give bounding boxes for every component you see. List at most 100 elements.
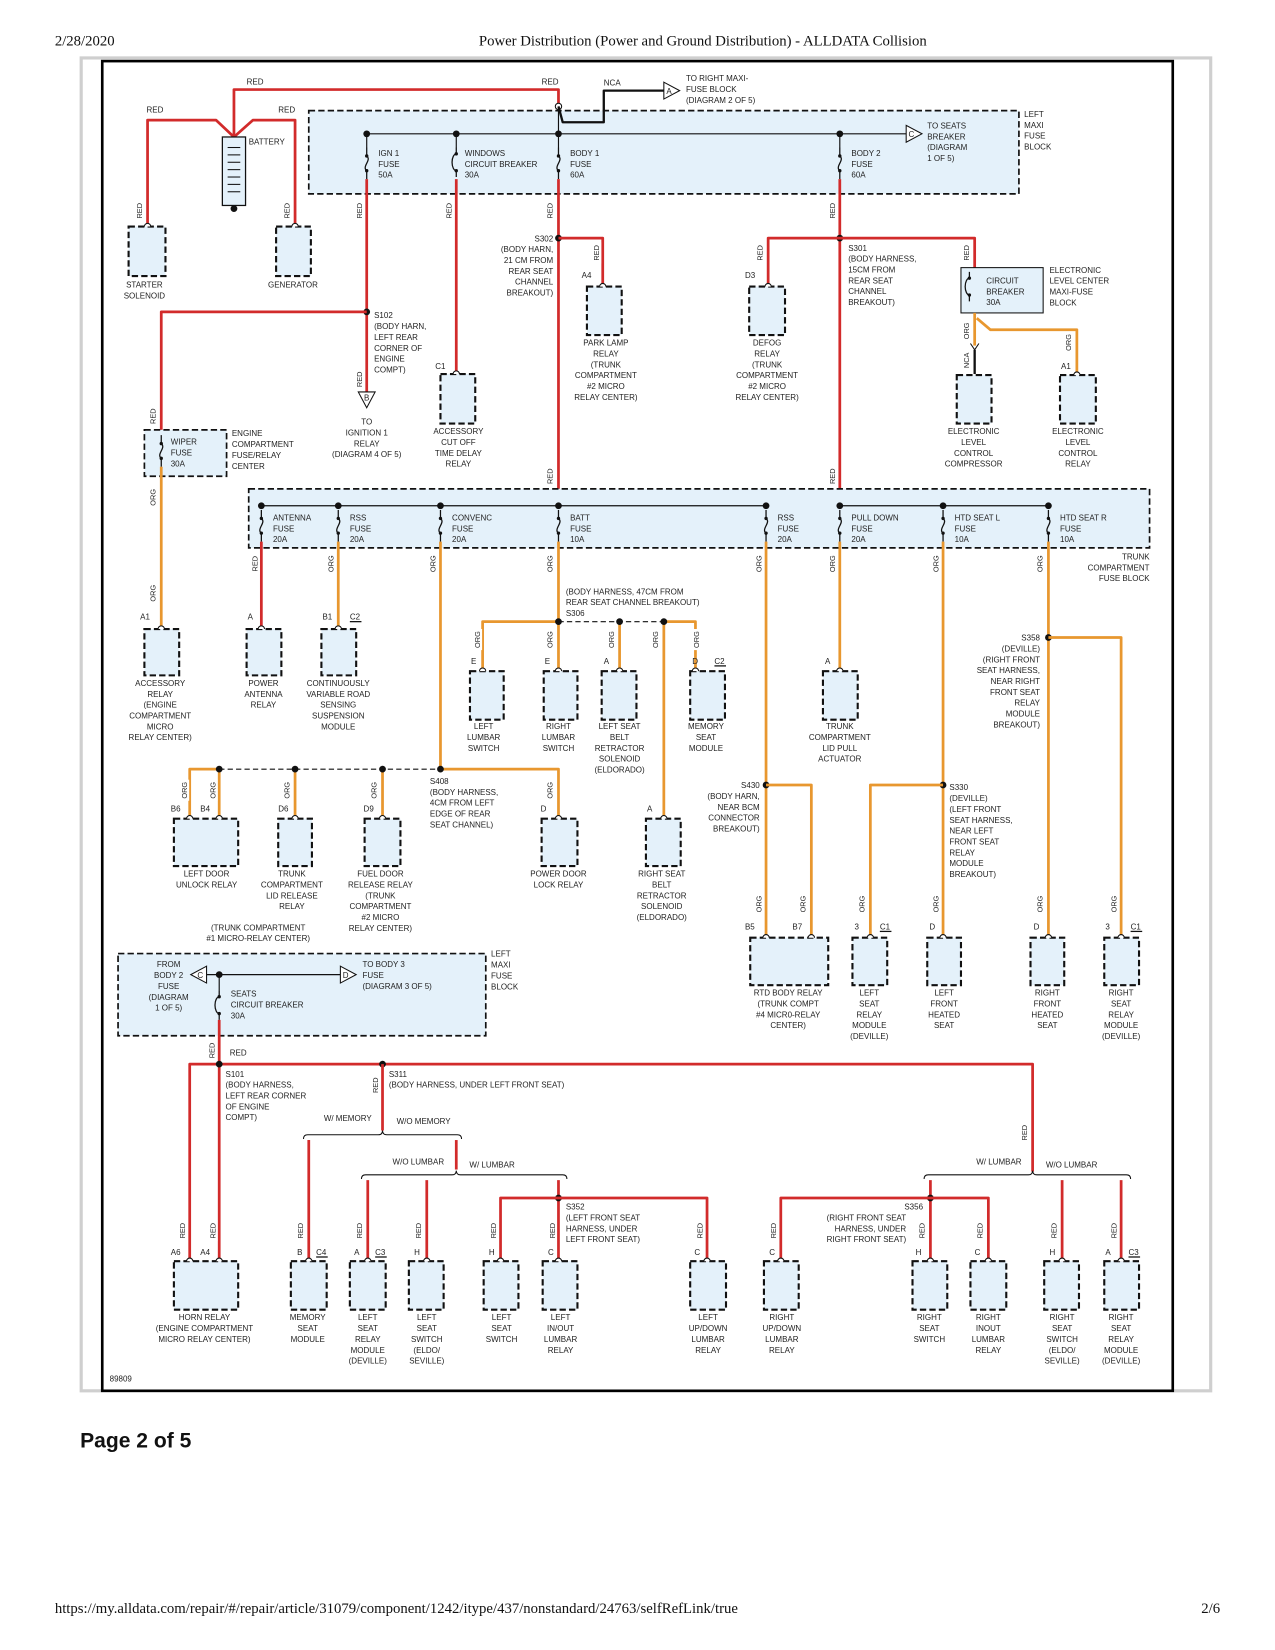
left-door-unlock-label-line: UNLOCK RELAY — [176, 880, 238, 889]
park-lamp-relay-label-line: RELAY CENTER) — [574, 393, 638, 402]
generator — [275, 225, 312, 278]
wire-color-label: ORG — [828, 555, 837, 572]
option-label: W/O MEMORY — [397, 1117, 452, 1126]
fuse-terminal — [438, 531, 443, 535]
wire-color-label: ORG — [327, 555, 336, 572]
to-ignition-relay-label-line: (DIAGRAM 4 OF 5) — [332, 450, 402, 459]
s430-label-line: S430 — [741, 781, 760, 790]
wire-label-bg — [545, 629, 555, 651]
trunk-fuse-label-line: CONVENC — [452, 513, 492, 522]
pin-label: D — [541, 804, 547, 813]
cvrss-label-line: SENSING — [320, 701, 356, 710]
left-updown-lumbar-relay-label-line: LUMBAR — [691, 1335, 725, 1344]
trunk-lid-pull-actuator — [821, 670, 859, 721]
defog-relay — [748, 285, 787, 337]
splice-dot — [215, 765, 223, 773]
left-heated-label-line: HEATED — [928, 1010, 960, 1019]
elc-maxi-fuse-block-label-line: BLOCK — [1049, 298, 1077, 307]
connector-pin-icon — [807, 934, 816, 938]
wire-color-label: ORG — [473, 631, 482, 648]
s330-label-line: FRONT SEAT — [949, 837, 999, 846]
fuse-terminal — [556, 516, 561, 521]
connector-pin-icon — [836, 667, 844, 672]
accessory-relay-label-line: RELAY CENTER) — [129, 733, 193, 742]
footer-url[interactable]: https://my.alldata.com/repair/#/repair/a… — [55, 1601, 739, 1617]
from-body2-label-line: FROM — [157, 960, 181, 969]
pin-label: A1 — [1061, 362, 1071, 371]
s102-label-line: CORNER OF — [374, 344, 422, 353]
s301-label-line: REAR SEAT — [848, 276, 893, 285]
figure-number: 89809 — [110, 1374, 133, 1383]
trunk-fuse-label-line: FUSE — [452, 524, 473, 533]
pin-label: A — [248, 613, 254, 622]
fuse-terminal — [438, 516, 443, 521]
left-lumbar-label-line: LEFT — [474, 722, 494, 731]
s330-label-line: SEAT HARNESS, — [949, 816, 1012, 825]
s358-label-line: (RIGHT FRONT — [983, 655, 1040, 664]
accessory-relay-label-line: MICRO — [147, 722, 174, 731]
trunk-fuse-label-line: 20A — [851, 535, 866, 544]
left-belt-label-line: (ELDORADO) — [594, 766, 645, 775]
wire-label-bg — [827, 465, 838, 487]
wire-label-bg — [1048, 1220, 1059, 1242]
splice-dot — [452, 130, 460, 138]
pin-label: A4 — [582, 271, 592, 280]
wire-label-bg — [488, 1220, 498, 1242]
left-lumbar-label-line: SWITCH — [468, 744, 500, 753]
splice-dot — [437, 502, 444, 510]
wire-label-bg — [545, 553, 555, 575]
seats-breaker-label-line: SEATS — [231, 990, 257, 999]
wire-color-label: RED — [371, 1077, 380, 1093]
engine-compartment-center-label-line: FUSE/RELAY — [232, 451, 282, 460]
fuel-door-label-line: RELAY CENTER) — [349, 924, 413, 933]
connector-pin-icon — [157, 625, 165, 630]
park-lamp-relay-label-line: COMPARTMENT — [575, 371, 637, 380]
s306-label-line: (BODY HARNESS, 47CM FROM — [566, 587, 684, 596]
ign1-fuse-label-line: 50A — [378, 171, 393, 180]
left-seat-relay-label-line: LEFT — [860, 989, 880, 998]
left-door-unlock-label-line: LEFT DOOR — [184, 870, 230, 879]
s352-label-line: HARNESS, UNDER — [566, 1224, 638, 1233]
left-maxi-block-label-line: MAXI — [491, 961, 511, 970]
micro-relay-center-1-label-line: #1 MICRO-RELAY CENTER) — [206, 934, 310, 943]
fuse-terminal — [941, 531, 945, 535]
option-label: W/O LUMBAR — [1046, 1160, 1098, 1169]
connector-pin-icon — [452, 370, 460, 375]
seats-breaker-label-line: 30A — [231, 1011, 246, 1020]
windows-breaker-label-line: 30A — [465, 171, 480, 180]
s358-label-line: MODULE — [1006, 710, 1040, 719]
connector-pin-icon — [939, 934, 947, 938]
wire-color-label: RED — [962, 245, 971, 261]
pin-label: H — [489, 1248, 495, 1257]
pin-label: D6 — [278, 804, 289, 813]
right-inout-lumbar-relay-label-line: RIGHT — [976, 1313, 1001, 1322]
s102-label-line: ENGINE — [374, 355, 405, 364]
pin-label: B6 — [171, 804, 181, 813]
wire-color-label: RED — [976, 1223, 985, 1239]
left-seat-switch-label-line: LEFT — [492, 1313, 512, 1322]
body2-fuse-label-line: 60A — [851, 171, 866, 180]
defog-relay-label-line: COMPARTMENT — [736, 371, 798, 380]
option-label: W/O LUMBAR — [393, 1157, 445, 1166]
pin-label: B1 — [322, 613, 332, 622]
splice-dot — [379, 765, 386, 773]
wire-label-bg — [354, 1220, 365, 1242]
right-belt-label-line: RETRACTOR — [637, 891, 687, 900]
trunk-fuse-label-line: BATT — [570, 513, 590, 522]
pin-label: B4 — [200, 804, 210, 813]
s352-label-line: LEFT FRONT SEAT) — [566, 1235, 641, 1244]
cvrss-module — [320, 627, 358, 677]
memory-seat-label-line: MODULE — [689, 744, 723, 753]
trunk-lid-release-relay — [277, 817, 313, 868]
elc-compressor-label-line: ELECTRONIC — [948, 427, 1000, 436]
wire-label-bg — [148, 582, 158, 604]
right-seat-relay-label-line: (DEVILLE) — [1102, 1032, 1141, 1041]
connector-pin-icon — [762, 934, 770, 938]
power-door-lock-label-line: LOCK RELAY — [534, 880, 584, 889]
pin-label: H — [1049, 1248, 1055, 1257]
elc-maxi-fuse-block — [960, 267, 1044, 314]
pin-label: H — [916, 1248, 922, 1257]
wire-label-bg — [930, 553, 941, 575]
trunk-fuse-label-line: FUSE — [273, 524, 294, 533]
left-heated-label-line: FRONT — [930, 1000, 958, 1009]
